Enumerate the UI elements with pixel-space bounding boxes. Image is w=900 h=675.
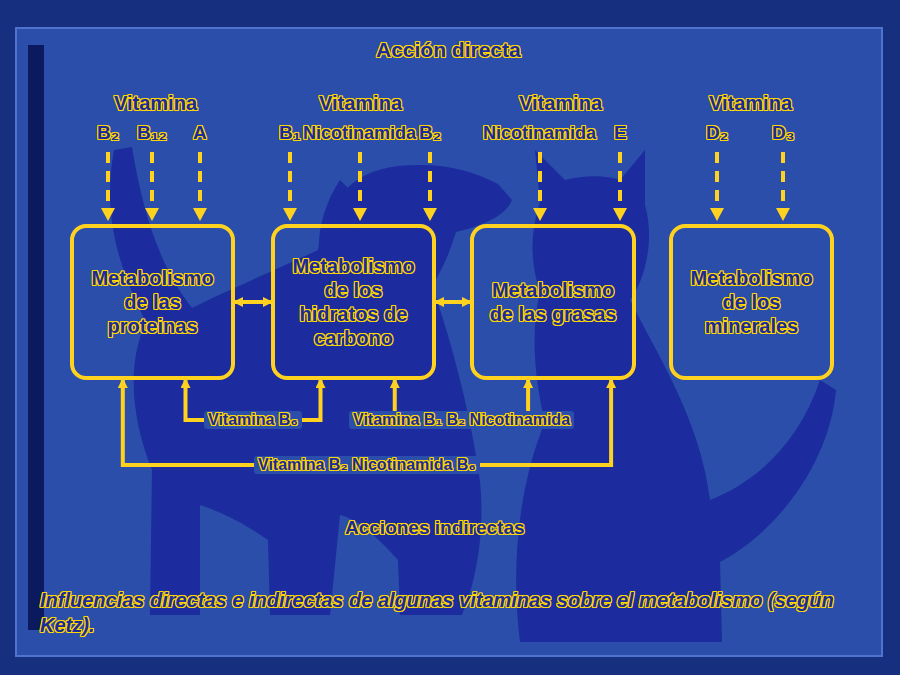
double-arrow (436, 300, 470, 304)
process-box: Metabolismo de los minerales (669, 224, 834, 380)
vitamin-label: D₂ (706, 122, 728, 144)
box-text: Metabolismo de las proteinas (82, 266, 223, 338)
caption: Influencias directas e indirectas de alg… (40, 588, 870, 638)
vitamin-label: Vitamina (709, 92, 792, 115)
edge-label: Vitamina B₁ B₂ Nicotinamida (349, 411, 574, 429)
vitamin-label: Nicotinamida (303, 123, 416, 144)
edge-label: Vitamina B₆ (204, 411, 302, 429)
vitamin-label: Nicotinamida (483, 123, 596, 144)
box-content: Metabolismo de los minerales (681, 266, 822, 338)
box-content: Metabolismo de las proteinas (82, 266, 223, 338)
vitamin-label: Vitamina (519, 92, 602, 115)
bracket-connector (123, 380, 611, 465)
process-box: Metabolismo de las proteinas (70, 224, 235, 380)
edge-label: Vitamina B₂ Nicotinamida B₆ (254, 456, 480, 474)
vitamin-label: B₂ (97, 122, 119, 144)
vitamin-label: A (193, 122, 207, 144)
vitamin-label: Vitamina (319, 92, 402, 115)
box-content: Metabolismo de las grasas (482, 278, 624, 326)
process-box: Metabolismo de los hidratos de carbono (271, 224, 436, 380)
vitamin-label: B₁ (279, 122, 301, 144)
box-content: Metabolismo de los hidratos de carbono (283, 254, 424, 350)
double-arrow (235, 300, 271, 304)
slide-title: Acción directa (376, 38, 521, 62)
vitamin-label: D₃ (772, 122, 795, 144)
box-text: Metabolismo de los minerales (681, 266, 822, 338)
process-box: Metabolismo de las grasas (470, 224, 636, 380)
box-text: Metabolismo de las grasas (482, 278, 624, 326)
vitamin-label: Vitamina (114, 92, 197, 115)
vitamin-label: B₁₂ (137, 122, 167, 144)
box-text: Metabolismo de los hidratos de carbono (283, 254, 424, 350)
vitamin-label: B₂ (419, 122, 441, 144)
vitamin-label: E (614, 122, 627, 144)
section-label: Acciones indirectas (345, 517, 525, 539)
